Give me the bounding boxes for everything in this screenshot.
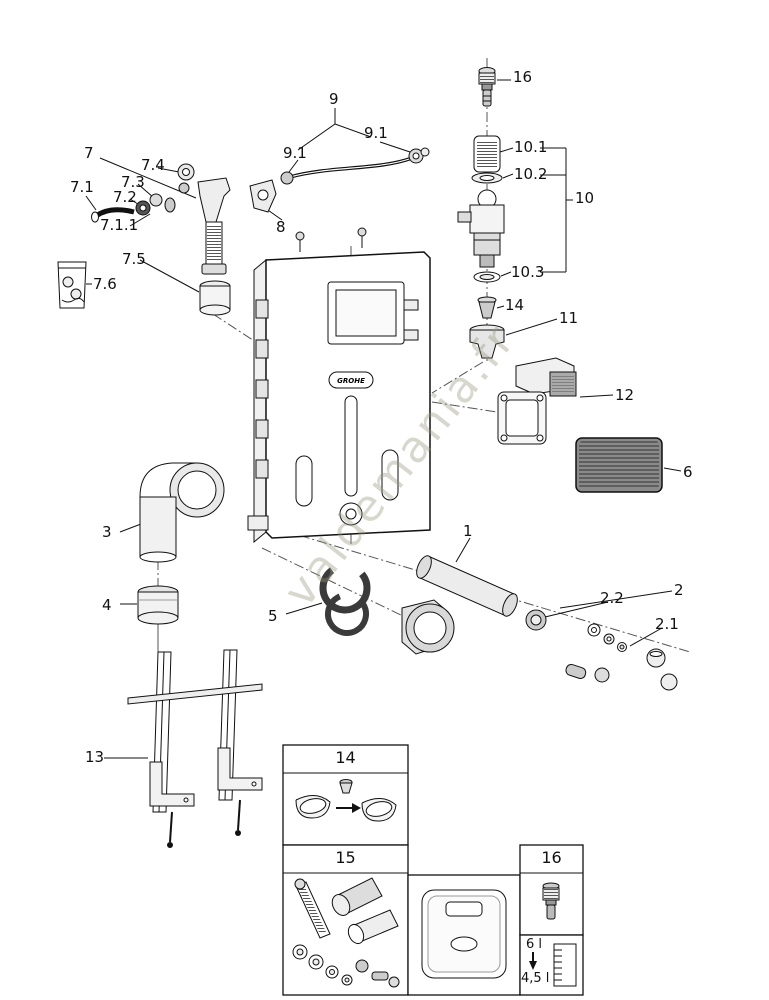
part-label-5: 5 <box>268 607 278 625</box>
part-label-3: 3 <box>102 523 112 541</box>
part-label-7: 7 <box>84 144 94 162</box>
part-12-drawing <box>497 357 577 445</box>
part-16-drawing <box>478 67 496 107</box>
part-label-13: 13 <box>85 748 105 766</box>
part-label-7-2: 7.2 <box>113 188 137 206</box>
part-label-10-3: 10.3 <box>511 263 545 281</box>
part-label-8: 8 <box>276 218 286 236</box>
capacity-full-label: 6 l <box>526 937 543 952</box>
part-label-11: 11 <box>559 309 579 327</box>
flush-pipe-sleeve-drawing <box>401 599 455 655</box>
part-label-16: 16 <box>513 68 533 86</box>
part-5-drawing <box>319 562 371 636</box>
part-label-10: 10 <box>575 189 595 207</box>
inset-16-header: 16 <box>541 848 562 867</box>
inset-14-header: 14 <box>335 748 356 767</box>
brand-logo: GROHE <box>337 377 365 385</box>
part-label-7-4: 7.4 <box>141 156 165 174</box>
part-8-drawing <box>249 179 277 213</box>
part-label-2-2: 2.2 <box>600 589 624 607</box>
part-label-2-1: 2.1 <box>655 615 679 633</box>
part-9-drawing <box>280 147 430 185</box>
inset-15-header: 15 <box>335 848 356 867</box>
part-13-drawing <box>127 649 263 848</box>
part-label-2: 2 <box>674 581 684 599</box>
part-label-7-1-1: 7.1.1 <box>100 216 139 234</box>
part-label-1: 1 <box>463 522 473 540</box>
part-label-10-2: 10.2 <box>514 165 548 183</box>
part-label-12: 12 <box>615 386 635 404</box>
part-1-drawing <box>416 555 547 631</box>
part-3-drawing <box>139 462 225 563</box>
inset-plate-drawing <box>421 889 507 979</box>
part-4-drawing <box>137 585 179 625</box>
part-label-7-1: 7.1 <box>70 178 94 196</box>
part-label-14: 14 <box>505 296 525 314</box>
part-label-6: 6 <box>683 463 693 481</box>
part-7-6-drawing <box>57 261 87 309</box>
part-11-drawing <box>469 324 505 359</box>
part-6-drawing <box>575 437 663 493</box>
cistern-frame-drawing: GROHE <box>247 227 431 544</box>
part-label-7-6: 7.6 <box>93 275 117 293</box>
part-label-9-1-left: 9.1 <box>283 144 307 162</box>
part-label-7-5: 7.5 <box>122 250 146 268</box>
part-label-9: 9 <box>329 90 339 108</box>
part-14-drawing <box>477 296 497 319</box>
part-label-9-1-right: 9.1 <box>364 124 388 142</box>
inset-15-drawing <box>292 877 400 988</box>
part-label-10-1: 10.1 <box>514 138 548 156</box>
inset-14-drawing <box>295 779 397 822</box>
part-10-group-drawing <box>457 135 505 283</box>
capacity-drawing <box>529 943 577 987</box>
part-label-4: 4 <box>102 596 112 614</box>
part-label-7-3: 7.3 <box>121 173 145 191</box>
part-7-group-drawing <box>91 163 231 316</box>
capacity-reduced-label: 4,5 l <box>521 971 550 986</box>
inset-16-drawing <box>542 882 560 920</box>
part-2-group-drawing <box>565 623 678 691</box>
